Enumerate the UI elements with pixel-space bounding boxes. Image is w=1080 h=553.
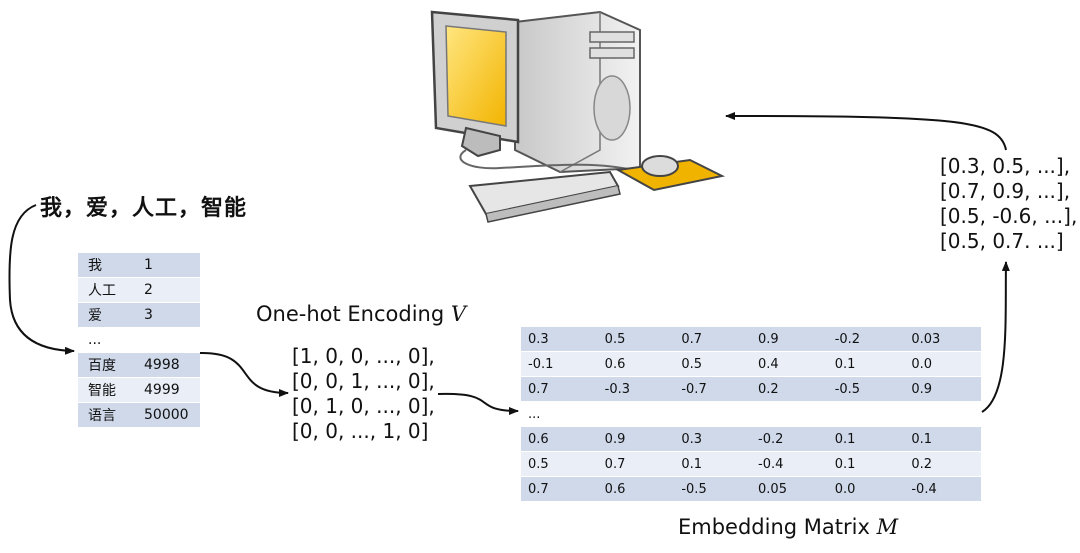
vocab-id: 1	[144, 257, 153, 273]
onehot-vector: [0, 0, 1, ..., 0],	[292, 369, 435, 393]
matrix-row: 0.5 0.7 0.1 -0.4 0.1 0.2	[521, 452, 981, 477]
matrix-cell: 0.1	[834, 431, 856, 447]
matrix-row: ...	[521, 402, 981, 427]
matrix-cell: -0.4	[911, 481, 937, 497]
matrix-cell: 0.3	[528, 331, 549, 347]
embedding-title: Embedding Matrix M	[678, 515, 898, 539]
vocab-word: 智能	[88, 383, 116, 399]
vocab-id: 4999	[144, 382, 180, 398]
matrix-cell: 0.1	[834, 456, 856, 472]
vocab-id: 4998	[144, 357, 180, 373]
matrix-cell: 0.4	[758, 356, 779, 372]
matrix-cell: 0.7	[528, 481, 549, 497]
matrix-cell: 0.2	[911, 456, 933, 472]
vocab-id: 2	[144, 282, 153, 298]
matrix-cell: 0.3	[681, 431, 703, 447]
embedding-title-text: Embedding Matrix	[678, 515, 870, 539]
vocab-row: 百度 4998	[78, 353, 200, 378]
matrix-cell: -0.3	[604, 381, 631, 397]
vocab-word: ...	[88, 332, 102, 348]
matrix-cell: 0.5	[528, 456, 549, 472]
output-vector: [0.5, -0.6, ...],	[940, 204, 1078, 228]
vocab-word: 我	[88, 258, 102, 274]
matrix-cell: 0.1	[681, 456, 703, 472]
matrix-cell: 0.6	[604, 356, 626, 372]
vocab-row: 人工 2	[78, 278, 200, 303]
arrow-vocab-to-onehot	[199, 351, 289, 397]
output-vector: [0.7, 0.9, ...],	[940, 179, 1071, 203]
matrix-cell: -0.2	[758, 431, 784, 447]
output-vector: [0.5, 0.7. ...]	[940, 229, 1064, 253]
embedding-symbol: M	[876, 515, 899, 539]
matrix-cell: 0.5	[604, 331, 626, 347]
vocab-word: 爱	[88, 308, 102, 324]
matrix-cell: 0.7	[528, 381, 549, 397]
output-vector: [0.3, 0.5, ...],	[940, 154, 1071, 178]
matrix-row: 0.7 -0.3 -0.7 0.2 -0.5 0.9	[521, 377, 981, 402]
vocab-row: 语言 50000	[78, 403, 200, 428]
matrix-cell: 0.9	[604, 431, 626, 447]
matrix-cell: -0.7	[681, 381, 707, 397]
matrix-cell: 0.9	[758, 331, 779, 347]
vocab-word: 语言	[88, 408, 116, 424]
matrix-row: -0.1 0.6 0.5 0.4 0.1 0.0	[521, 352, 981, 377]
matrix-cell: -0.2	[834, 331, 861, 347]
matrix-cell: 0.5	[681, 356, 703, 372]
output-vectors: [0.3, 0.5, ...], [0.7, 0.9, ...], [0.5, …	[940, 154, 1077, 254]
onehot-symbol: V	[450, 302, 467, 326]
matrix-cell: 0.1	[911, 431, 933, 447]
matrix-cell: -0.5	[681, 481, 707, 497]
matrix-cell: 0.7	[681, 331, 703, 347]
arrow-matrix-to-output	[981, 261, 1010, 413]
matrix-cell: 0.2	[758, 381, 779, 397]
matrix-cell: 0.0	[911, 356, 933, 372]
matrix-cell: -0.5	[834, 381, 861, 397]
input-sentence: 我，爱，人工，智能	[40, 196, 248, 221]
matrix-cell: 0.6	[528, 431, 549, 447]
vocab-word: 人工	[88, 283, 116, 299]
vocab-row: 智能 4999	[78, 378, 200, 403]
vocab-id: 50000	[144, 407, 189, 423]
arrow-sentence-to-vocab	[8, 204, 75, 355]
vocab-word: 百度	[88, 358, 116, 374]
arrow-output-to-computer	[725, 112, 1007, 151]
matrix-cell: 0.6	[604, 481, 626, 497]
desktop-computer-icon	[430, 10, 726, 223]
vocab-id: 3	[144, 307, 153, 323]
matrix-cell: ...	[528, 406, 541, 422]
matrix-cell: 0.9	[911, 381, 933, 397]
matrix-row: 0.6 0.9 0.3 -0.2 0.1 0.1	[521, 427, 981, 452]
matrix-cell: -0.4	[758, 456, 784, 472]
matrix-row: 0.3 0.5 0.7 0.9 -0.2 0.03	[521, 327, 981, 352]
matrix-cell: 0.0	[834, 481, 856, 497]
matrix-cell: -0.1	[528, 356, 554, 372]
matrix-cell: 0.1	[834, 356, 856, 372]
matrix-cell: 0.05	[758, 481, 787, 497]
onehot-vector: [1, 0, 0, ..., 0],	[292, 344, 435, 368]
onehot-vectors: [1, 0, 0, ..., 0], [0, 0, 1, ..., 0], [0…	[292, 344, 435, 444]
arrow-onehot-to-matrix	[437, 392, 519, 415]
onehot-vector: [0, 1, 0, ..., 0],	[292, 394, 435, 418]
vocab-row: ...	[78, 328, 200, 353]
onehot-title-text: One-hot Encoding	[256, 302, 445, 326]
matrix-row: 0.7 0.6 -0.5 0.05 0.0 -0.4	[521, 477, 981, 502]
onehot-vector: [0, 0, ..., 1, 0]	[292, 419, 429, 443]
matrix-cell: 0.7	[604, 456, 626, 472]
onehot-title: One-hot Encoding V	[256, 302, 466, 326]
matrix-cell: 0.03	[911, 331, 941, 347]
